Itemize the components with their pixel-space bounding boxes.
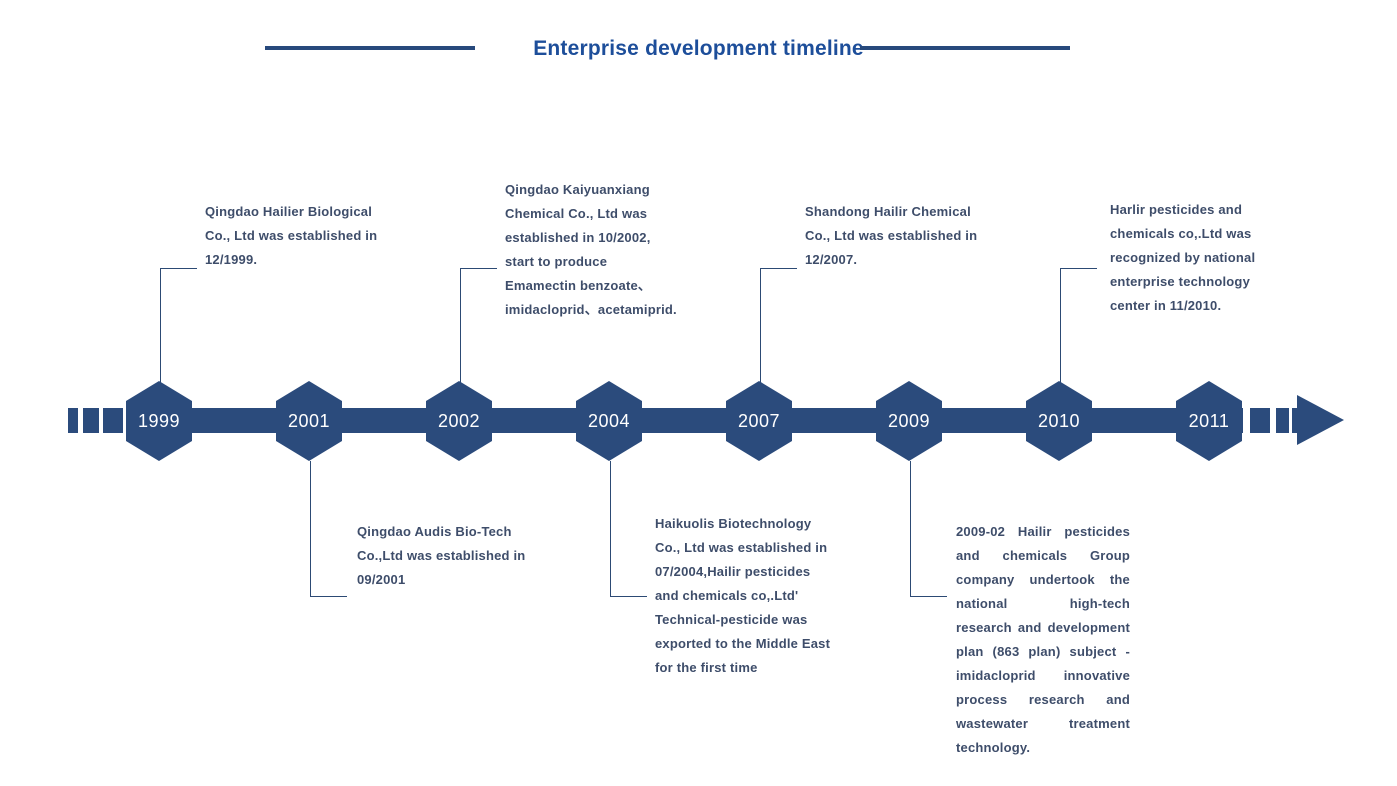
year-label-2002: 2002 bbox=[437, 410, 481, 431]
connector-2004 bbox=[610, 461, 647, 597]
event-description-2002: Qingdao Kaiyuanxiang Chemical Co., Ltd w… bbox=[505, 182, 677, 317]
right-dash-3 bbox=[1292, 408, 1299, 433]
left-dash-3 bbox=[103, 408, 123, 433]
timeline-node-2011: 2011 bbox=[1176, 381, 1242, 461]
year-label-2007: 2007 bbox=[737, 410, 781, 431]
timeline-node-2010: 2010 bbox=[1026, 381, 1092, 461]
year-label-2001: 2001 bbox=[287, 410, 331, 431]
year-label-1999: 1999 bbox=[137, 410, 181, 431]
right-dash-1 bbox=[1250, 408, 1270, 433]
connector-2009 bbox=[910, 461, 947, 597]
event-description-2007: Shandong Hailir Chemical Co., Ltd was es… bbox=[805, 204, 978, 267]
timeline-node-2001: 2001 bbox=[276, 381, 342, 461]
event-description-2004: Haikuolis Biotechnology Co., Ltd was est… bbox=[655, 516, 831, 675]
year-label-2004: 2004 bbox=[587, 410, 631, 431]
left-dash-1 bbox=[68, 408, 78, 433]
timeline-node-2004: 2004 bbox=[576, 381, 642, 461]
year-label-2009: 2009 bbox=[887, 410, 931, 431]
right-dash-2 bbox=[1276, 408, 1289, 433]
connector-2002 bbox=[460, 268, 497, 383]
event-description-1999: Qingdao Hailier Biological Co., Ltd was … bbox=[205, 204, 378, 267]
timeline-node-2002: 2002 bbox=[426, 381, 492, 461]
connector-2001 bbox=[310, 461, 347, 597]
arrow-right-icon bbox=[1297, 395, 1344, 445]
title-rule-right bbox=[860, 46, 1070, 50]
title-rule-left bbox=[265, 46, 475, 50]
year-label-2011: 2011 bbox=[1188, 410, 1230, 431]
year-label-2010: 2010 bbox=[1037, 410, 1081, 431]
event-description-2010: Harlir pesticides and chemicals co,.Ltd … bbox=[1110, 202, 1256, 313]
connector-2010 bbox=[1060, 268, 1097, 383]
page-title: Enterprise development timeline bbox=[533, 37, 864, 61]
timeline-node-1999: 1999 bbox=[126, 381, 192, 461]
timeline-node-2009: 2009 bbox=[876, 381, 942, 461]
left-dash-2 bbox=[83, 408, 99, 433]
connector-2007 bbox=[760, 268, 797, 383]
connector-1999 bbox=[160, 268, 197, 383]
timeline-node-2007: 2007 bbox=[726, 381, 792, 461]
event-description-2001: Qingdao Audis Bio-Tech Co.,Ltd was estab… bbox=[357, 524, 526, 587]
